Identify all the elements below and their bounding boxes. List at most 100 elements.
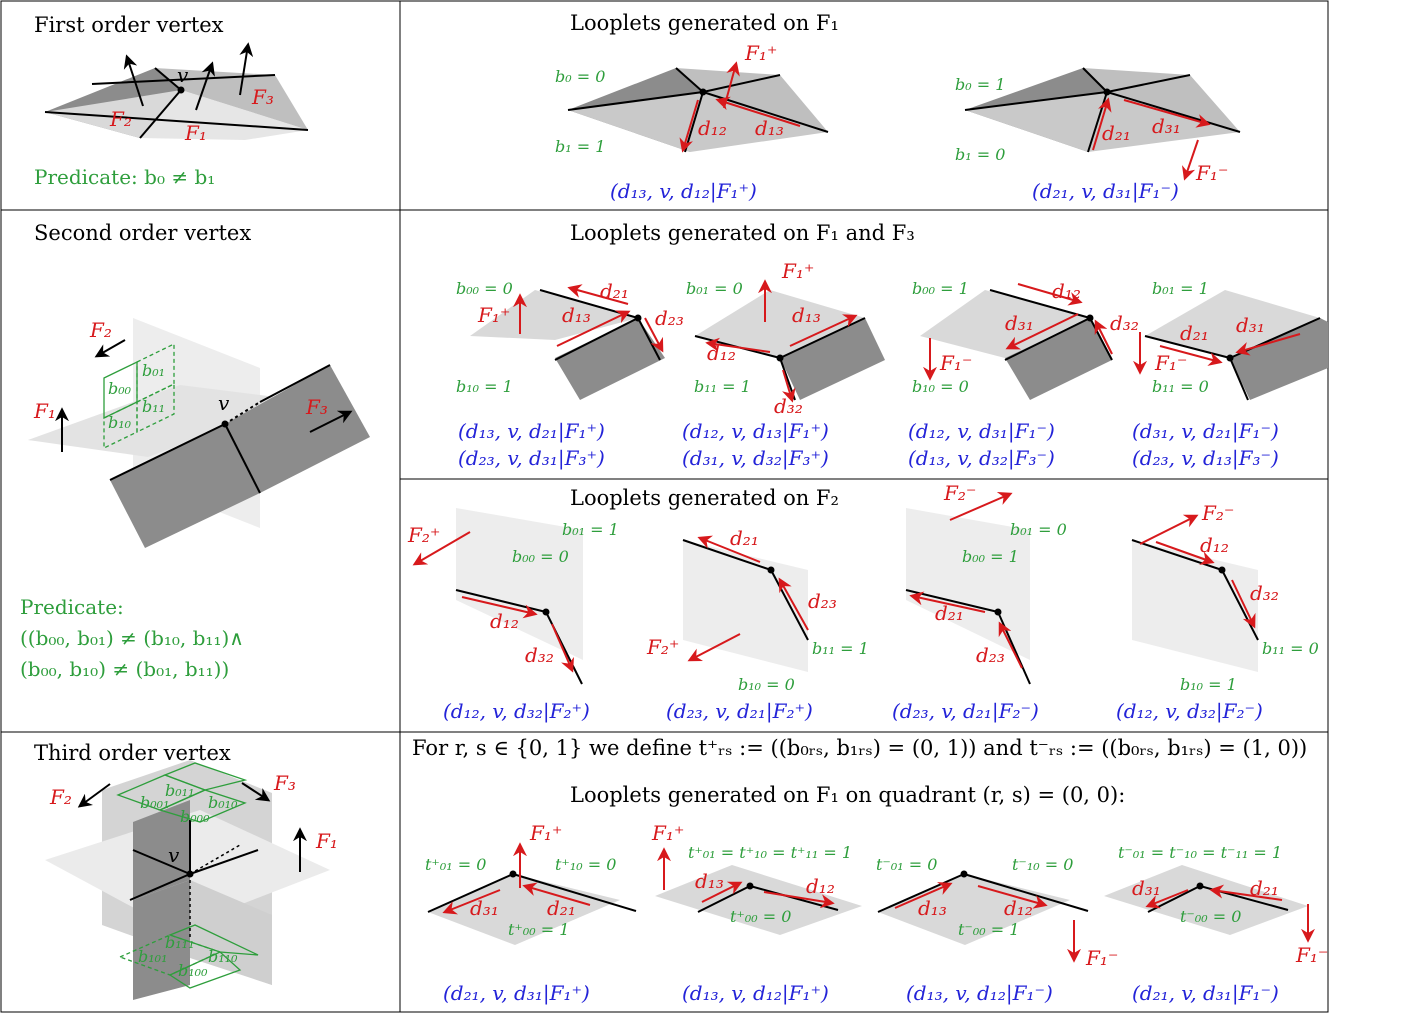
row3-c4-bool-1: t⁻₀₀ = 0 — [1180, 907, 1241, 926]
row3-c2-edge-0: d₁₃ — [695, 869, 724, 893]
row2-bottom-case-1: b₀₁ = 1 b₀₀ = 0 d₁₂ d₃₂ F₂⁺ (d₁₂, v, d₃₂… — [407, 508, 619, 724]
row3-c3-looplet: (d₁₃, v, d₁₂|F₁⁻) — [906, 981, 1053, 1006]
row2-bottom-case-4: b₁₁ = 0 b₁₀ = 1 d₁₂ d₃₂ F₂⁻ (d₁₂, v, d₃₂… — [1116, 501, 1319, 724]
row3-c3-bool-2: t⁻₀₀ = 1 — [958, 920, 1019, 939]
row2-predicate-line1: Predicate: — [20, 595, 124, 619]
row3-c3-bool-0: t⁻₀₁ = 0 — [876, 855, 937, 874]
row2-top-case-4: b₀₁ = 1 b₁₁ = 0 d₂₁ d₃₁ F₁⁻ (d₃₁, v, d₂₁… — [1132, 279, 1328, 471]
row2-bot1-edge-1: d₃₂ — [525, 643, 554, 667]
row2-quad-b11: b₁₁ — [142, 397, 165, 416]
row2-bot1-edge-0: d₁₂ — [490, 609, 519, 633]
row2-top3-edge-0: d₁₂ — [1052, 279, 1081, 303]
row3-c4-looplet: (d₂₁, v, d₃₁|F₁⁻) — [1132, 981, 1279, 1006]
row1-right-title: Looplets generated on F₁ — [570, 11, 839, 35]
row3-c1-edge-1: d₂₁ — [547, 896, 576, 920]
row3-case-1: t⁺₀₁ = 0 t⁺₁₀ = 0 t⁺₀₀ = 1 d₃₁ d₂₁ F₁⁺ (… — [425, 821, 637, 1006]
row3-c3-edge-1: d₁₂ — [1004, 896, 1033, 920]
row2-top-case-2: b₀₁ = 0 b₁₁ = 1 d₁₃ d₁₂ d₃₂ F₁⁺ (d₁₂, v,… — [682, 259, 885, 471]
row1-face-F3: F₃ — [251, 85, 274, 109]
row2-top2-edge-1: d₁₂ — [707, 341, 736, 365]
row2-bot3-edge-0: d₂₁ — [935, 601, 964, 625]
row3-c4-edge-0: d₃₁ — [1132, 876, 1161, 900]
row1-a-b1: b₁ = 1 — [555, 137, 605, 156]
row1-a-d12: d₁₂ — [698, 116, 727, 140]
row2-top2-edge-0: d₁₃ — [792, 303, 821, 327]
row2-bot2-bool-1: b₁₀ = 0 — [738, 675, 795, 694]
row1-case-b: b₀ = 1 b₁ = 0 d₂₁ d₃₁ F₁⁻ (d₂₁, v, d₃₁|F… — [955, 67, 1241, 204]
row3-c3-edge-0: d₁₃ — [918, 896, 947, 920]
row2-top2-looplet-0: (d₁₂, v, d₁₃|F₁⁺) — [682, 419, 829, 444]
row2-top3-edge-2: d₃₂ — [1110, 311, 1139, 335]
row3-quad-b111: b₁₁₁ — [165, 933, 194, 952]
row3-case-4: t⁻₀₁ = t⁻₁₀ = t⁻₁₁ = 1 t⁻₀₀ = 0 d₃₁ d₂₁ … — [1104, 843, 1328, 1006]
row3-c1-bool-0: t⁺₀₁ = 0 — [425, 855, 486, 874]
row3-c1-looplet: (d₂₁, v, d₃₁|F₁⁺) — [443, 981, 590, 1006]
row1-a-looplet: (d₁₃, v, d₁₂|F₁⁺) — [610, 179, 757, 204]
row2-bot2-bool-0: b₁₁ = 1 — [812, 639, 869, 658]
row1-a-b0: b₀ = 0 — [555, 67, 605, 86]
row2-title: Second order vertex — [34, 221, 251, 245]
row2-top4-bool-0: b₀₁ = 1 — [1152, 279, 1209, 298]
row2-bot4-edge-0: d₁₂ — [1200, 533, 1229, 557]
row3-c1-bool-1: t⁺₁₀ = 0 — [555, 855, 616, 874]
row2-bot2-edge-1: d₂₃ — [808, 589, 837, 613]
row2-top1-edge-2: d₂₃ — [655, 306, 684, 330]
row2-predicate-line3: (b₀₀, b₁₀) ≠ (b₀₁, b₁₁)) — [20, 657, 229, 681]
row2-face-F1: F₁ — [33, 399, 56, 423]
row2-top1-looplet-0: (d₁₃, v, d₂₁|F₁⁺) — [458, 419, 605, 444]
row3-quad-b001: b₀₀₁ — [140, 793, 169, 812]
row2-bot3-looplet: (d₂₃, v, d₂₁|F₂⁻) — [892, 699, 1039, 724]
row2-bot3-face: F₂⁻ — [943, 481, 976, 505]
row3-title: Third order vertex — [34, 741, 231, 765]
row1-b-face: F₁⁻ — [1195, 161, 1228, 185]
row3-c1-face: F₁⁺ — [529, 821, 562, 845]
row3-quad-b000: b₀₀₀ — [180, 807, 210, 826]
row2-top3-bool-1: b₁₀ = 0 — [912, 377, 969, 396]
first-order-vertex-drawing: v F₂ F₁ F₃ — [44, 42, 309, 145]
row2-top-case-3: b₀₀ = 1 b₁₀ = 0 d₁₂ d₃₁ d₃₂ F₁⁻ (d₁₂, v,… — [908, 279, 1139, 471]
row2-predicate-line2: ((b₀₀, b₀₁) ≠ (b₁₀, b₁₁)∧ — [20, 626, 244, 650]
row2-top4-edge-0: d₂₁ — [1180, 321, 1209, 345]
row3-case-2: t⁺₀₁ = t⁺₁₀ = t⁺₁₁ = 1 t⁺₀₀ = 0 d₁₃ d₁₂ … — [651, 821, 862, 1006]
row2-bot1-face: F₂⁺ — [407, 523, 440, 547]
row2-top3-bool-0: b₀₀ = 1 — [912, 279, 969, 298]
row3-left-cell: Third order vertex b₀₁₁ b₀₀₁ b₀₁₀ b₀₀₀ — [34, 741, 338, 1000]
row2-top3-looplet-0: (d₁₂, v, d₃₁|F₁⁻) — [908, 419, 1055, 444]
row2-top1-bool-1: b₁₀ = 1 — [456, 377, 513, 396]
row1-vertex-label: v — [177, 63, 189, 87]
row2-top4-face: F₁⁻ — [1154, 351, 1187, 375]
row2-quad-b01: b₀₁ — [142, 361, 165, 380]
row2-face-F3: F₃ — [305, 395, 328, 419]
row1-b-d21: d₂₁ — [1102, 121, 1131, 145]
row2-top1-edge-0: d₂₁ — [600, 279, 629, 303]
row2-quad-b00: b₀₀ — [108, 379, 132, 398]
row3-c2-bool-0: t⁺₀₁ = t⁺₁₀ = t⁺₁₁ = 1 — [688, 843, 852, 862]
row2-left-cell: Second order vertex b₀₀ b₀₁ b₁₀ b₁₁ v F₂ — [20, 221, 370, 681]
row2-top4-looplet-1: (d₂₃, v, d₁₃|F₃⁻) — [1132, 446, 1279, 471]
row2-bottom-case-3: b₀₁ = 0 b₀₀ = 1 d₂₁ d₂₃ F₂⁻ (d₂₃, v, d₂₁… — [892, 481, 1067, 724]
row2-top-right-cell: Looplets generated on F₁ and F₃ b₀₀ = 0 … — [456, 221, 1328, 471]
row2-top1-looplet-1: (d₂₃, v, d₃₁|F₃⁺) — [458, 446, 605, 471]
row2-face-F2: F₂ — [89, 318, 112, 342]
third-order-vertex-drawing: b₀₁₁ b₀₀₁ b₀₁₀ b₀₀₀ b₁₁₁ b₁₀₁ b₁₁₀ b₁₀₀ … — [45, 760, 338, 1000]
row1-b-b1: b₁ = 0 — [955, 145, 1005, 164]
row3-c4-face: F₁⁻ — [1295, 943, 1328, 967]
row2-bottom-case-2: b₁₁ = 1 b₁₀ = 0 d₂₁ d₂₃ F₂⁺ (d₂₃, v, d₂₁… — [646, 526, 869, 724]
row2-top3-looplet-1: (d₁₃, v, d₃₂|F₃⁻) — [908, 446, 1055, 471]
row3-face-F3: F₃ — [273, 771, 296, 795]
row2-bot1-bool-1: b₀₀ = 0 — [512, 547, 569, 566]
row2-bot2-looplet: (d₂₃, v, d₂₁|F₂⁺) — [666, 699, 813, 724]
row2-top2-edge-2: d₃₂ — [774, 394, 803, 418]
row1-a-face: F₁⁺ — [744, 41, 777, 65]
row3-c1-edge-0: d₃₁ — [470, 896, 499, 920]
row2-top4-edge-1: d₃₁ — [1236, 313, 1265, 337]
row2-bot1-looplet: (d₁₂, v, d₃₂|F₂⁺) — [443, 699, 590, 724]
row1-right-cell: Looplets generated on F₁ b₀ = 0 b₁ = 1 d… — [555, 11, 1241, 204]
row3-right-cell: For r, s ∈ {0, 1} we define t⁺ᵣₛ := ((b₀… — [412, 736, 1328, 1006]
row1-b-b0: b₀ = 1 — [955, 75, 1005, 94]
row2-bottom-title: Looplets generated on F₂ — [570, 486, 839, 510]
row3-vertex-label: v — [168, 843, 180, 867]
row2-vertex-label: v — [218, 391, 230, 415]
row1-face-F1: F₁ — [184, 121, 207, 145]
row2-bot2-face: F₂⁺ — [646, 635, 679, 659]
